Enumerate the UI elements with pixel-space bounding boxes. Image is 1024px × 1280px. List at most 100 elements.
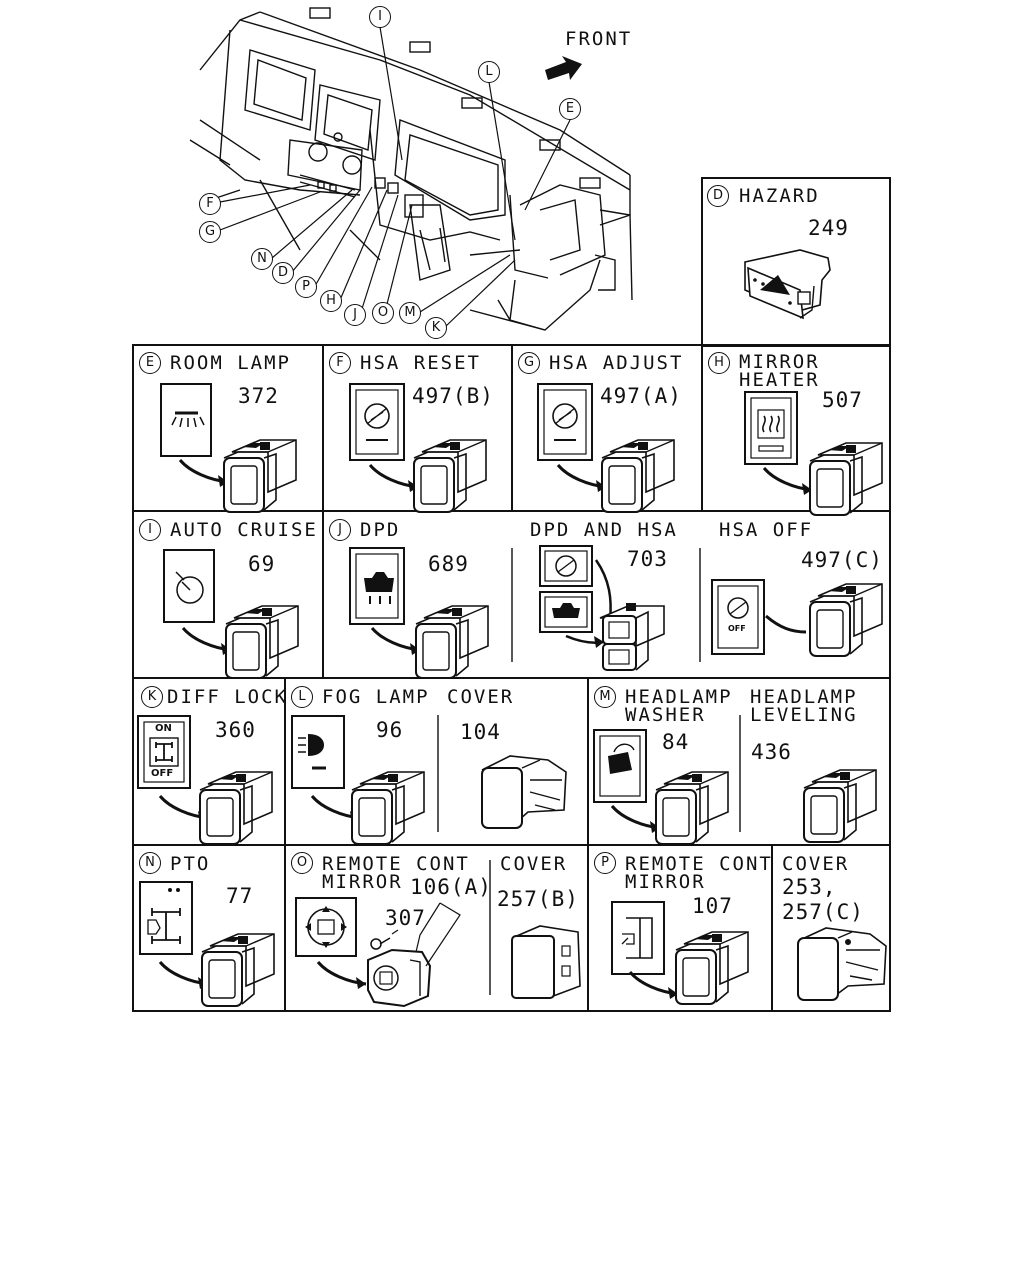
panel-m2-title-line2: LEVELING: [750, 704, 858, 726]
panel-p-title-line1: REMOTE CONT: [625, 853, 773, 875]
panel-p-title-line2: MIRROR: [625, 871, 706, 893]
panel-k-part: 360: [215, 718, 256, 742]
panel-h-title-line1: MIRROR: [739, 351, 820, 373]
panel-o-title-line2: MIRROR: [322, 871, 403, 893]
headlamp-washer-switch: [593, 729, 729, 845]
fog-lamp-cover: [481, 755, 567, 829]
panel-j-title: DPD: [360, 519, 401, 541]
panel-h-part: 507: [822, 388, 863, 412]
panel-p-cover-part-line1: 253,: [782, 875, 837, 899]
panel-m-title-line2: WASHER: [625, 704, 706, 726]
panel-j-part: 689: [428, 552, 469, 576]
callout-o: O: [372, 302, 394, 324]
panel-m-letter: M: [594, 686, 616, 708]
panel-i-title: AUTO CRUISE: [170, 519, 318, 541]
diff-lock-on-label: ON: [155, 723, 172, 734]
panel-m-part: 84: [662, 730, 690, 754]
panel-m2-part: 436: [751, 740, 792, 764]
panel-h-title-line2: HEATER: [739, 369, 820, 391]
callout-i: I: [369, 6, 391, 28]
front-arrow-icon: [545, 56, 582, 80]
callout-f: F: [199, 193, 221, 215]
callout-k: K: [425, 317, 447, 339]
panel-l-part: 96: [376, 718, 404, 742]
panel-p-cover-title: COVER: [782, 853, 850, 875]
panel-o-part: 106(A): [410, 875, 492, 899]
callout-e: E: [559, 98, 581, 120]
panel-e-title: ROOM LAMP: [170, 352, 291, 374]
cover-257b: [511, 925, 581, 999]
callout-h: H: [320, 290, 342, 312]
callout-n: N: [251, 248, 273, 270]
panel-p-letter: P: [594, 852, 616, 874]
callout-m: M: [399, 302, 421, 324]
panel-e-letter: E: [139, 352, 161, 374]
panel-l-cover-part: 104: [460, 720, 501, 744]
panel-hsa-off-title: HSA OFF: [719, 519, 814, 541]
fog-lamp-switch: [291, 715, 425, 845]
callout-p: P: [295, 276, 317, 298]
front-label: FRONT: [565, 28, 633, 50]
callout-j: J: [344, 304, 366, 326]
remote-mirror-switch-o: [295, 897, 461, 1008]
panel-o-title-line1: REMOTE CONT: [322, 853, 470, 875]
cover-253-257c: [797, 927, 887, 1001]
callout-g: G: [199, 221, 221, 243]
callout-l: L: [478, 61, 500, 83]
callout-d: D: [272, 262, 294, 284]
hsa-off-switch: [711, 579, 883, 657]
panel-m-title-line1: HEADLAMP: [625, 686, 733, 708]
panel-dpd-hsa-title: DPD AND HSA: [530, 519, 678, 541]
panel-f-part: 497(B): [412, 384, 494, 408]
panel-o-cover-part: 257(B): [497, 887, 579, 911]
diff-lock-off-label: OFF: [151, 768, 174, 779]
panel-n-letter: N: [139, 852, 161, 874]
dpd-switch: [349, 547, 489, 679]
callout-leaders: [219, 26, 571, 328]
panel-f-title: HSA RESET: [360, 352, 481, 374]
panel-e-part: 372: [238, 384, 279, 408]
panel-hsa-off-part: 497(C): [801, 548, 883, 572]
panel-i-letter: I: [139, 519, 161, 541]
panel-m2-title-line1: HEADLAMP: [750, 686, 858, 708]
pto-switch: [139, 881, 275, 1007]
panel-dpd-hsa-part: 703: [627, 547, 668, 571]
panel-f-letter: F: [329, 352, 351, 374]
dpd-and-hsa-switch: [539, 545, 665, 671]
panel-grid: [132, 177, 891, 1012]
panel-d-letter: D: [707, 185, 729, 207]
panel-o-letter: O: [291, 852, 313, 874]
panel-g-title: HSA ADJUST: [549, 352, 684, 374]
panel-k-title: DIFF LOCK: [167, 686, 288, 708]
panel-g-letter: G: [518, 352, 540, 374]
panel-p-part: 107: [692, 894, 733, 918]
panel-d-part: 249: [808, 216, 849, 240]
hsa-off-switch-text: OFF: [728, 624, 746, 633]
diff-lock-switch: [137, 715, 273, 845]
mirror-heater-switch: [744, 391, 883, 516]
panel-g-part: 497(A): [600, 384, 682, 408]
panel-o-cover-title: COVER: [500, 853, 568, 875]
panel-h-letter: H: [708, 352, 730, 374]
panel-o-part2: 307: [385, 906, 426, 930]
remote-mirror-switch-p: [611, 901, 749, 1005]
hsa-reset-switch: [349, 383, 487, 513]
panel-n-title: PTO: [170, 853, 211, 875]
panel-k-letter: K: [141, 686, 163, 708]
room-lamp-switch: [160, 383, 297, 513]
panel-subdividers: [437, 548, 741, 995]
hazard-switch-illustration: [744, 249, 831, 320]
panel-p-cover-part-line2: 257(C): [782, 900, 864, 924]
panel-l-title: FOG LAMP: [322, 686, 430, 708]
panel-l-cover-title: COVER: [447, 686, 515, 708]
headlamp-leveling-switch: [803, 769, 877, 843]
panel-j-letter: J: [329, 519, 351, 541]
hsa-adjust-switch: [537, 383, 675, 513]
auto-cruise-switch: [163, 549, 299, 679]
panel-d-title: HAZARD: [739, 185, 820, 207]
dashboard-overview: [189, 7, 633, 331]
panel-n-part: 77: [226, 884, 254, 908]
panel-l-letter: L: [291, 686, 313, 708]
panel-i-part: 69: [248, 552, 276, 576]
